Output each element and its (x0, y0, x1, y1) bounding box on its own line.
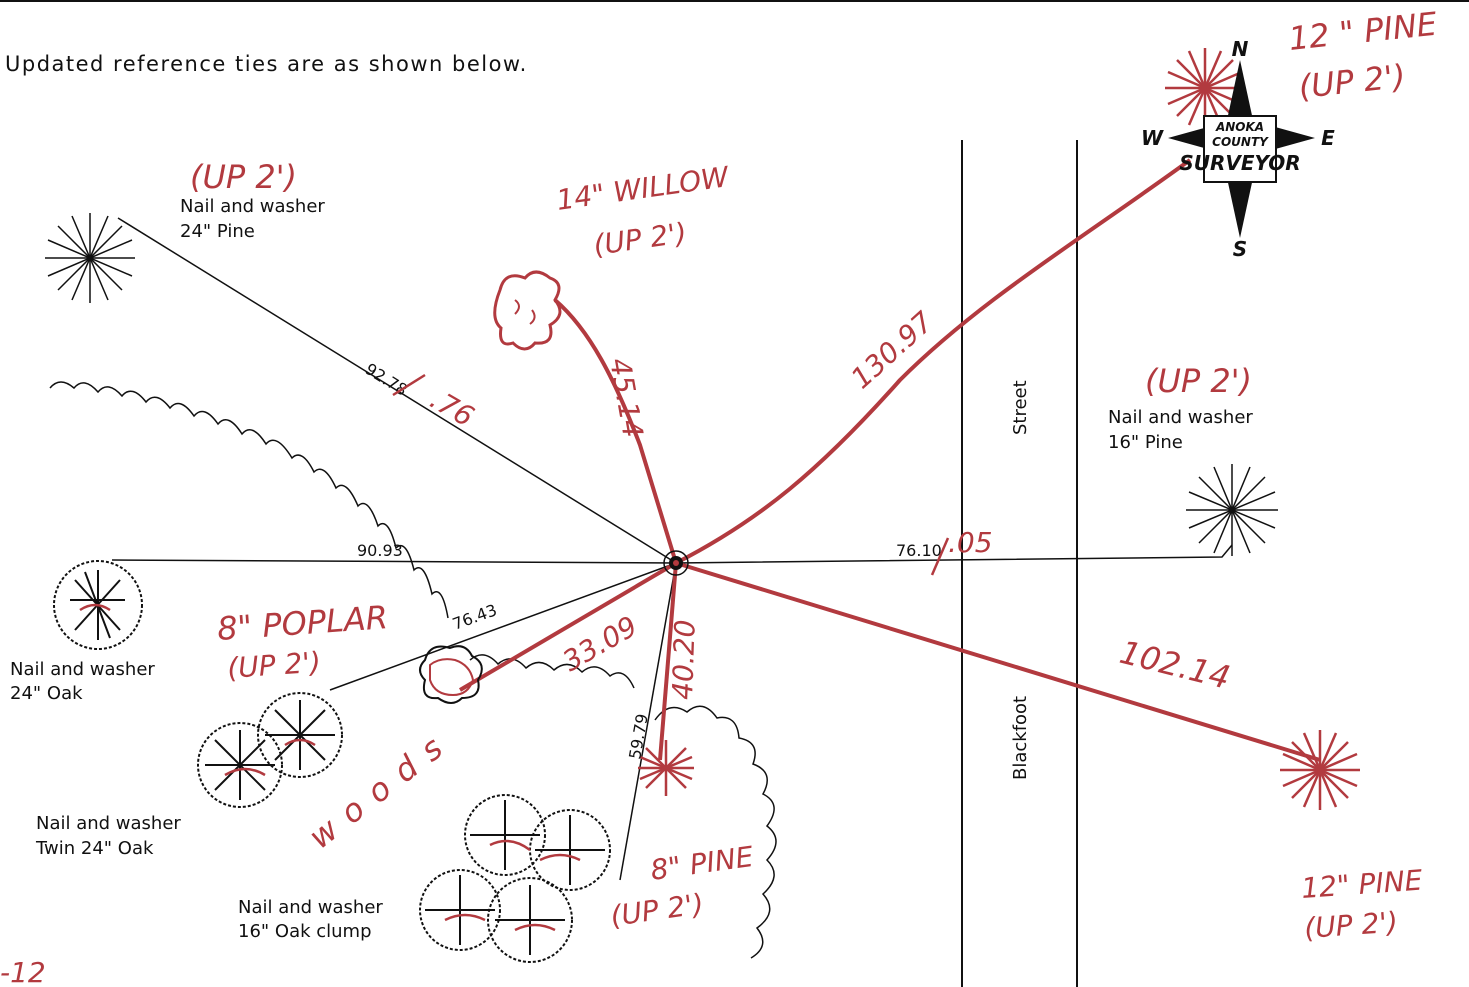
tie-lines (111, 217, 1233, 881)
willow-title: 14" WILLOW (554, 160, 732, 217)
pine-12-ne-distance: 130.97 (845, 305, 940, 395)
badge-line-3: SURVEYOR (1179, 151, 1300, 175)
distance-24-oak: 90.93 (357, 541, 403, 560)
compass-east-label: E (1321, 126, 1335, 150)
badge-line-1: ANOKA (1215, 120, 1264, 134)
distance-oak-clump: 59.79 (625, 712, 652, 760)
oak-clump-label-line1: Nail and washer (238, 897, 383, 918)
twin-oak-label-line1: Nail and washer (36, 813, 181, 834)
pine-24-note: (UP 2') (190, 158, 297, 196)
woods-edge-scallops-left (49, 381, 449, 619)
tie-line-oak-clump (619, 562, 677, 881)
red-line-ne-pine (675, 158, 1192, 565)
pine-12-ne-symbol (1165, 48, 1245, 128)
oak-24-symbol (53, 560, 143, 650)
pine-24-label-line1: Nail and washer (180, 196, 325, 217)
pine-12-se-title: 12" PINE (1300, 864, 1424, 905)
pine-16-symbol (1186, 464, 1278, 556)
pine-12-ne-title: 12 " PINE (1287, 5, 1440, 58)
red-line-poplar (458, 561, 678, 692)
twin-oak-label-line2: Twin 24" Oak (35, 838, 154, 859)
willow-14-symbol (493, 270, 562, 351)
street-label: Street (1010, 380, 1031, 435)
oak-24-label-line2: 24" Oak (10, 683, 83, 704)
pine-12-se-distance: 102.14 (1116, 633, 1234, 697)
pine-16-note: (UP 2') (1145, 362, 1252, 400)
tie-line-24-oak (111, 559, 677, 564)
red-line-se-pine (675, 561, 1321, 762)
woods-label: woods (302, 720, 461, 856)
willow-note: (UP 2') (591, 216, 688, 262)
distance-16-pine-corrected: .05 (948, 526, 993, 559)
oak-clump-symbol (419, 794, 611, 963)
pine-8-symbol (638, 740, 694, 796)
pine-8-distance: 40.20 (666, 619, 702, 700)
poplar-note: (UP 2') (226, 646, 322, 685)
red-tie-lines (458, 158, 1321, 762)
compass-rose: ANOKA COUNTY SURVEYOR N S W E (1141, 37, 1335, 261)
woods-edge-scallops-east (654, 705, 777, 959)
pine-24-label-line2: 24" Pine (180, 221, 255, 242)
pine-8-note: (UP 2') (608, 887, 705, 933)
pine-16-label-line1: Nail and washer (1108, 407, 1253, 428)
red-line-willow (553, 298, 678, 564)
pine-8-title: 8" PINE (648, 840, 755, 887)
oak-24-label-line1: Nail and washer (10, 659, 155, 680)
intro-text: Updated reference ties are as shown belo… (5, 52, 528, 76)
twin-oak-symbol (197, 692, 343, 808)
distance-twin-oak: 76.43 (450, 600, 500, 634)
pine-12-se-note: (UP 2') (1303, 906, 1399, 945)
compass-west-label: W (1141, 126, 1164, 150)
pine-16-label-line2: 16" Pine (1108, 432, 1183, 453)
compass-north-label: N (1232, 37, 1249, 61)
pine-12-se-symbol (1280, 730, 1360, 810)
surveyor-badge (1203, 115, 1277, 183)
distance-24-pine: 92.78 (362, 359, 411, 399)
compass-south-label: S (1233, 237, 1247, 261)
tie-line-24-pine (117, 217, 677, 564)
tie-line-twin-oak (329, 562, 677, 691)
badge-line-2: COUNTY (1212, 135, 1269, 149)
top-border-line (0, 0, 1469, 2)
station-mark (663, 550, 689, 576)
poplar-title: 8" POPLAR (216, 598, 389, 648)
strike-24-pine (392, 373, 426, 397)
strike-16-pine (930, 537, 950, 576)
corner-note: -12 (0, 956, 46, 987)
pine-24-symbol (45, 213, 135, 303)
poplar-8-symbol (419, 645, 483, 704)
willow-distance: 45.14 (603, 355, 649, 440)
distance-16-pine: 76.10 (896, 541, 942, 560)
distance-24-pine-corrected: .76 (425, 382, 480, 433)
woods-edge-scallops-south (469, 654, 635, 689)
blackfoot-label: Blackfoot (1010, 696, 1031, 780)
pine-12-ne-note: (UP 2') (1297, 57, 1407, 106)
oak-clump-label-line2: 16" Oak clump (238, 921, 372, 942)
red-line-8-pine (658, 562, 678, 761)
tie-line-16-pine (675, 544, 1233, 564)
